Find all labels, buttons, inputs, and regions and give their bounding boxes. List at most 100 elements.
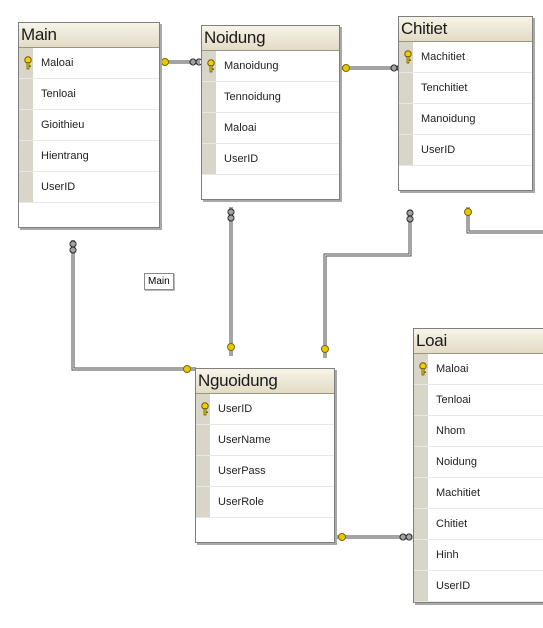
column-row[interactable]: Tenchitiet	[399, 73, 532, 104]
row-selector	[202, 144, 216, 174]
column-name: Hientrang	[41, 150, 89, 162]
column-row[interactable]: Hinh	[414, 540, 543, 571]
column-row[interactable]: Gioithieu	[19, 110, 159, 141]
column-name: UserID	[436, 580, 471, 592]
column-row[interactable]: Tenloai	[19, 79, 159, 110]
column-name: Tenchitiet	[421, 82, 468, 94]
column-row[interactable]: Hientrang	[19, 141, 159, 172]
column-name: Tenloai	[41, 88, 76, 100]
column-row[interactable]: Chitiet	[414, 509, 543, 540]
column-name: Nhom	[436, 425, 466, 437]
table-title[interactable]: Nguoidung	[196, 369, 334, 394]
column-row[interactable]: UserRole	[196, 487, 334, 518]
table-title[interactable]: Chitiet	[399, 17, 532, 42]
primary-key-icon	[201, 402, 209, 416]
column-name: Machitiet	[421, 51, 466, 63]
column-row[interactable]: Maloai	[202, 113, 339, 144]
column-name: Noidung	[436, 456, 477, 468]
column-row[interactable]: Maloai	[19, 48, 159, 79]
column-name: Manoidung	[224, 60, 279, 72]
row-selector	[414, 447, 428, 477]
row-selector	[196, 425, 210, 455]
key-end-icon	[321, 345, 329, 353]
column-name: UserPass	[218, 465, 266, 477]
column-name: Hinh	[436, 549, 459, 561]
column-name: UserID	[41, 181, 76, 193]
many-end-icon	[406, 209, 414, 223]
column-name: Tenloai	[436, 394, 471, 406]
table-title[interactable]: Main	[19, 23, 159, 48]
column-row[interactable]: Manoidung	[399, 104, 532, 135]
row-selector	[414, 385, 428, 415]
table-title[interactable]: Noidung	[202, 26, 339, 51]
column-row[interactable]: UserID	[414, 571, 543, 602]
column-name: Gioithieu	[41, 119, 85, 131]
row-selector	[19, 110, 33, 140]
row-selector	[414, 571, 428, 601]
row-selector	[399, 135, 413, 165]
column-row[interactable]: Tennoidung	[202, 82, 339, 113]
many-end-icon	[69, 240, 77, 254]
primary-key-icon	[207, 59, 215, 73]
column-name: Machitiet	[436, 487, 481, 499]
row-selector	[414, 509, 428, 539]
row-selector	[414, 416, 428, 446]
column-row[interactable]: Nhom	[414, 416, 543, 447]
row-selector	[196, 456, 210, 486]
row-selector	[19, 79, 33, 109]
column-name: Manoidung	[421, 113, 476, 125]
row-selector	[19, 172, 33, 202]
column-name: UserName	[218, 434, 271, 446]
row-selector	[196, 487, 210, 517]
row-selector	[399, 73, 413, 103]
table-title[interactable]: Loai	[414, 329, 543, 354]
column-row[interactable]: Machitiet	[399, 42, 532, 73]
primary-key-icon	[24, 56, 32, 70]
column-name: UserID	[218, 403, 253, 415]
column-name: UserID	[224, 153, 259, 165]
column-row[interactable]: UserName	[196, 425, 334, 456]
key-end-icon	[464, 208, 472, 216]
primary-key-icon	[404, 50, 412, 64]
row-selector	[19, 141, 33, 171]
column-name: Tennoidung	[224, 91, 281, 103]
column-row[interactable]: Manoidung	[202, 51, 339, 82]
column-name: Maloai	[41, 57, 74, 69]
floating-label[interactable]: Main	[144, 273, 174, 290]
column-row[interactable]: UserID	[202, 144, 339, 175]
row-selector	[414, 478, 428, 508]
column-name: Chitiet	[436, 518, 468, 530]
row-selector	[399, 104, 413, 134]
column-name: Maloai	[224, 122, 257, 134]
column-row[interactable]: Noidung	[414, 447, 543, 478]
column-row[interactable]: Maloai	[414, 354, 543, 385]
rel-chitiet-nguoidung	[323, 210, 412, 358]
column-row[interactable]: UserID	[196, 394, 334, 425]
column-row[interactable]: Machitiet	[414, 478, 543, 509]
primary-key-icon	[419, 362, 427, 376]
column-row[interactable]: Tenloai	[414, 385, 543, 416]
key-end-icon	[183, 365, 191, 373]
row-selector	[414, 540, 428, 570]
key-end-icon	[338, 533, 346, 541]
column-name: UserID	[421, 144, 456, 156]
column-row[interactable]: UserPass	[196, 456, 334, 487]
key-end-icon	[161, 58, 169, 66]
column-row[interactable]: UserID	[399, 135, 532, 166]
column-row[interactable]: UserID	[19, 172, 159, 203]
row-selector	[202, 113, 216, 143]
key-end-icon	[342, 64, 350, 72]
row-selector	[202, 82, 216, 112]
rel-main-nguoidung	[71, 240, 196, 371]
key-end-icon	[227, 343, 235, 351]
